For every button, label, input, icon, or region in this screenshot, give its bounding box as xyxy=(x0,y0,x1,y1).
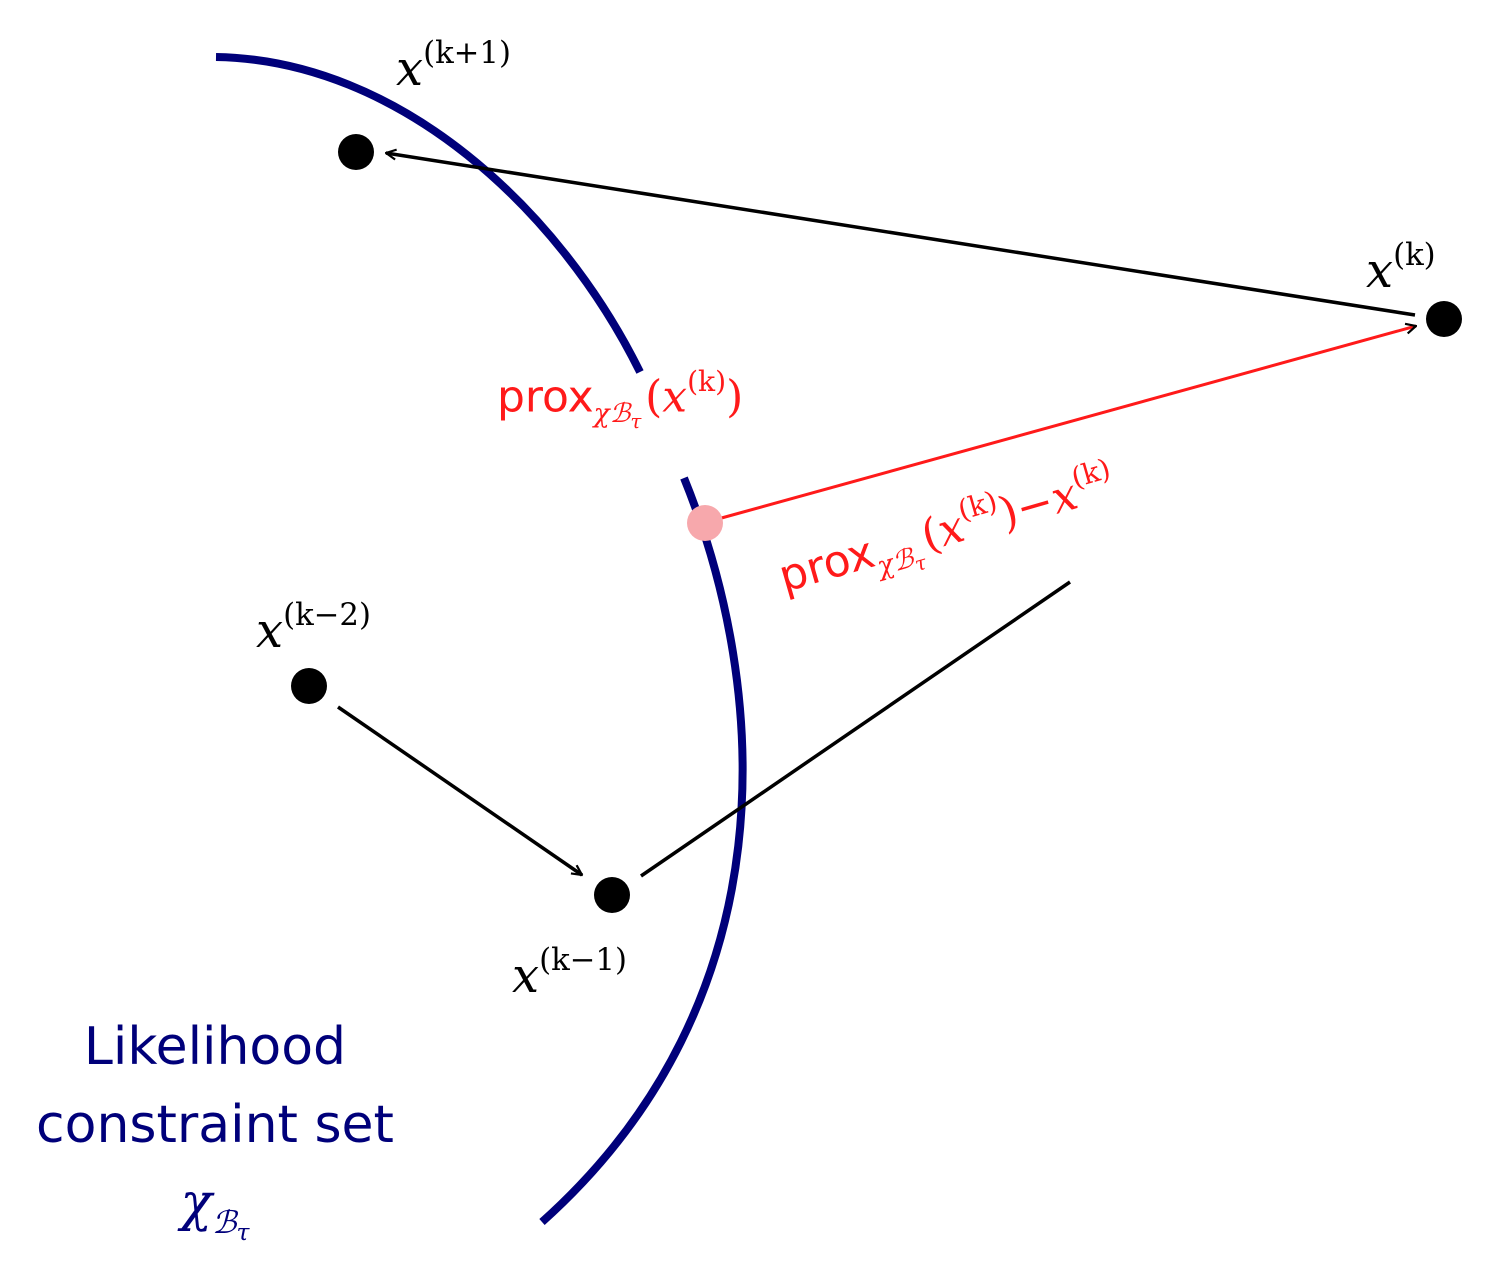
point-x-k-minus-2 xyxy=(291,668,327,704)
point-x-k-minus-1 xyxy=(594,877,630,913)
label-x-k-minus-1: x(k−1) xyxy=(512,942,627,1005)
constraint-boundary-lower xyxy=(539,476,747,1225)
constraint-label-line1: Likelihood xyxy=(83,1017,347,1077)
label-x-k-plus-1: x(k+1) xyxy=(396,35,511,98)
constraint-label-line2: constraint set xyxy=(36,1095,394,1155)
step-line-k-minus-1-to-k xyxy=(640,580,1071,878)
update-arrow-k-to-k-plus-1 xyxy=(386,153,1416,317)
label-prox-point: proxχℬτ (x(k)) xyxy=(497,365,744,434)
point-x-k xyxy=(1426,301,1462,337)
constraint-symbol: χℬτ xyxy=(180,1173,250,1247)
label-x-k: x(k) xyxy=(1366,237,1436,300)
constraint-boundary-upper xyxy=(215,53,644,374)
constraint-set-label: Likelihood constraint set χℬτ xyxy=(0,1008,430,1250)
point-x-k-plus-1 xyxy=(338,134,374,170)
proj-arrow-to-prox xyxy=(707,324,1417,522)
label-x-k-minus-2: x(k−2) xyxy=(256,597,371,660)
point-prox xyxy=(687,505,723,541)
step-arrow-k-minus-2-to-k-minus-1 xyxy=(337,705,582,877)
